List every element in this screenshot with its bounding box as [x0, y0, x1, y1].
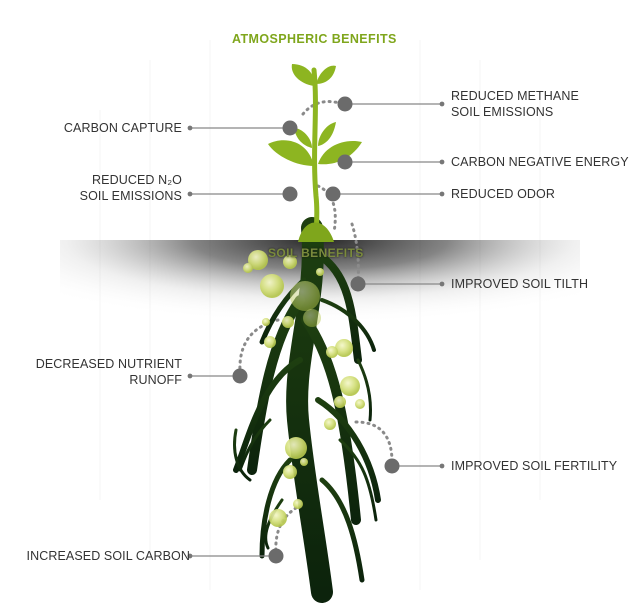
label-reduced-methane: REDUCED METHANE SOIL EMISSIONS	[451, 88, 579, 120]
atmospheric-benefits-heading: ATMOSPHERIC BENEFITS	[232, 32, 397, 46]
label-carbon-negative-energy: CARBON NEGATIVE ENERGY	[451, 155, 629, 169]
label-improved-soil-fertility: IMPROVED SOIL FERTILITY	[451, 459, 618, 473]
marker-reduced-n2o	[282, 186, 298, 202]
label-decreased-nutrient-runoff-line2: RUNOFF	[129, 373, 182, 387]
marker-reduced-methane	[337, 96, 353, 112]
label-reduced-n2o: REDUCED N₂O SOIL EMISSIONS	[80, 172, 182, 204]
label-decreased-nutrient-runoff: DECREASED NUTRIENT RUNOFF	[36, 356, 182, 388]
label-decreased-nutrient-runoff-line1: DECREASED NUTRIENT	[35, 357, 182, 371]
benefit-markers	[232, 96, 400, 564]
leaf-right	[318, 140, 362, 165]
label-reduced-n2o-line2: SOIL EMISSIONS	[79, 189, 182, 203]
label-reduced-n2o-line1: REDUCED N₂O	[92, 173, 182, 187]
marker-carbon-negative-energy	[337, 154, 353, 170]
marker-reduced-odor	[325, 186, 341, 202]
label-increased-soil-carbon: INCREASED SOIL CARBON	[26, 549, 190, 563]
leaf-top-left	[291, 64, 315, 86]
marker-improved-soil-fertility	[384, 458, 400, 474]
label-reduced-methane-line1: REDUCED METHANE	[451, 89, 579, 103]
label-reduced-odor: REDUCED ODOR	[451, 187, 555, 201]
plant-base	[298, 222, 334, 242]
soil-benefits-heading: SOIL BENEFITS	[268, 246, 364, 260]
connector-lines	[190, 103, 442, 557]
connector-end-dots	[187, 101, 445, 559]
label-carbon-capture: CARBON CAPTURE	[63, 121, 182, 135]
plant-stem	[311, 67, 320, 241]
leaf-left	[268, 140, 314, 166]
label-improved-soil-tilth: IMPROVED SOIL TILTH	[451, 277, 589, 291]
marker-decreased-nutrient-runoff	[232, 368, 248, 384]
marker-improved-soil-tilth	[350, 276, 366, 292]
leaf-top-right	[316, 65, 336, 84]
soil-bubbles	[243, 250, 365, 527]
label-reduced-methane-line2: SOIL EMISSIONS	[451, 105, 554, 119]
marker-carbon-capture	[282, 120, 298, 136]
plant-leaves	[268, 64, 362, 166]
marker-increased-soil-carbon	[268, 548, 284, 564]
